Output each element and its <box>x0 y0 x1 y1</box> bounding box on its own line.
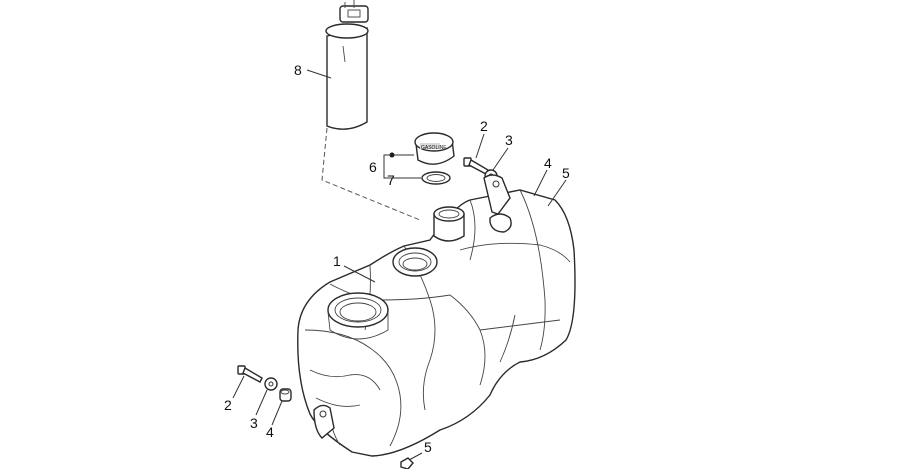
spacer-bottom <box>279 388 292 402</box>
cap-seal-ring <box>421 171 451 185</box>
callout-8: 8 <box>294 62 302 78</box>
callout-numbers: 8 6 7 2 3 4 5 1 2 3 4 5 <box>224 62 570 455</box>
svg-text:GASOLINE: GASOLINE <box>421 145 447 151</box>
callout-3-bottom: 3 <box>250 415 258 431</box>
bolt-bottom <box>237 365 263 383</box>
callout-7: 7 <box>387 172 395 188</box>
fuel-tank <box>297 174 576 457</box>
callout-5-top: 5 <box>562 165 570 181</box>
callout-4-bottom: 4 <box>266 424 274 440</box>
callout-2-top: 2 <box>480 118 488 134</box>
callout-4-top: 4 <box>544 155 552 171</box>
callout-3-top: 3 <box>505 132 513 148</box>
fuel-level-sender <box>325 0 369 130</box>
fuel-cap: GASOLINE <box>414 132 455 165</box>
bracket-6 <box>383 154 398 179</box>
leader-lines <box>232 69 567 461</box>
alignment-dashed-line <box>321 127 421 221</box>
callout-5-bottom: 5 <box>424 439 432 455</box>
callout-6: 6 <box>369 159 377 175</box>
nut-bottom <box>400 457 414 469</box>
callout-1: 1 <box>333 253 341 269</box>
washer-bottom <box>264 377 278 391</box>
callout-2-bottom: 2 <box>224 397 232 413</box>
bolt-top <box>463 157 489 175</box>
